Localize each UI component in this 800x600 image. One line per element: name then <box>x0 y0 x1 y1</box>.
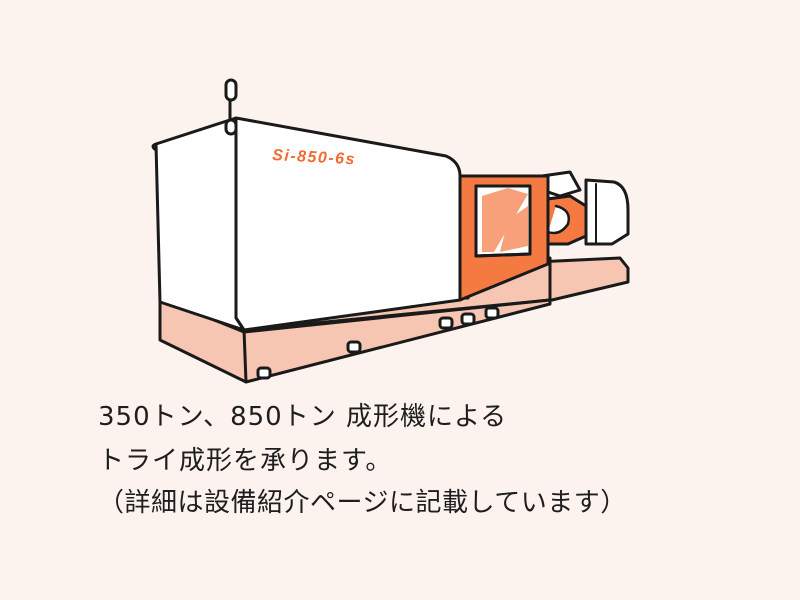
caption-line-2: トライ成形を承ります。 <box>98 446 393 476</box>
main-housing <box>234 116 462 332</box>
base-vent <box>346 340 362 354</box>
model-label: Si-850-6s <box>272 147 357 168</box>
base-vent <box>256 366 272 380</box>
main-housing-front <box>154 116 246 332</box>
motor-unit <box>584 178 630 246</box>
caption-line-3: （詳細は設備紹介ページに記載しています） <box>98 488 627 518</box>
injection-molding-machine-illustration: Si-850-6s <box>151 78 630 384</box>
base-vent <box>460 312 476 326</box>
base-vent <box>438 316 454 330</box>
caption-line-1: 350トン、850トン 成形機による <box>98 402 508 432</box>
base-vent <box>484 306 500 320</box>
